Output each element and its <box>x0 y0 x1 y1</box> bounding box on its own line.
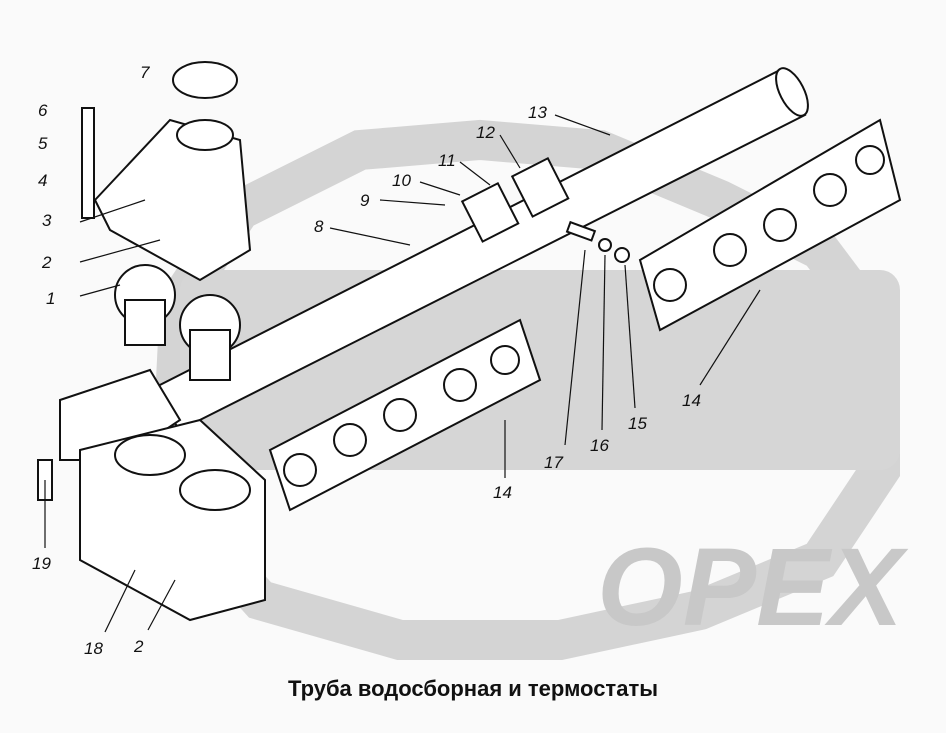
callout-16: 16 <box>590 436 609 455</box>
callout-15: 15 <box>628 414 647 433</box>
callout-17: 17 <box>544 453 563 472</box>
thermostats <box>114 264 241 381</box>
callout-1: 1 <box>46 289 55 308</box>
leader-lines <box>44 114 761 633</box>
callout-8: 8 <box>314 217 324 236</box>
callout-19: 19 <box>32 554 51 573</box>
callout-2b: 2 <box>133 637 144 656</box>
gaskets <box>268 118 902 512</box>
thermostat-housing <box>37 368 266 622</box>
callout-labels: 7 6 5 4 3 2 1 13 12 11 10 9 8 17 16 15 1… <box>32 63 701 658</box>
callout-4: 4 <box>38 171 47 190</box>
watermark-text: OPEX <box>597 526 908 649</box>
callout-13: 13 <box>528 103 547 122</box>
diagram-caption: Труба водосборная и термостаты <box>287 676 659 701</box>
callout-9: 9 <box>360 191 370 210</box>
callout-2: 2 <box>41 253 52 272</box>
callout-11: 11 <box>438 151 456 170</box>
callout-14b: 14 <box>493 483 512 502</box>
callout-12: 12 <box>476 123 495 142</box>
callout-10: 10 <box>392 171 411 190</box>
bolt-and-washers <box>565 220 630 263</box>
callout-18: 18 <box>84 639 103 658</box>
callout-3: 3 <box>42 211 52 230</box>
callout-14a: 14 <box>682 391 701 410</box>
thermostat-cover <box>81 61 252 282</box>
callout-5: 5 <box>38 134 48 153</box>
callout-6: 6 <box>38 101 48 120</box>
callout-7: 7 <box>140 63 150 82</box>
